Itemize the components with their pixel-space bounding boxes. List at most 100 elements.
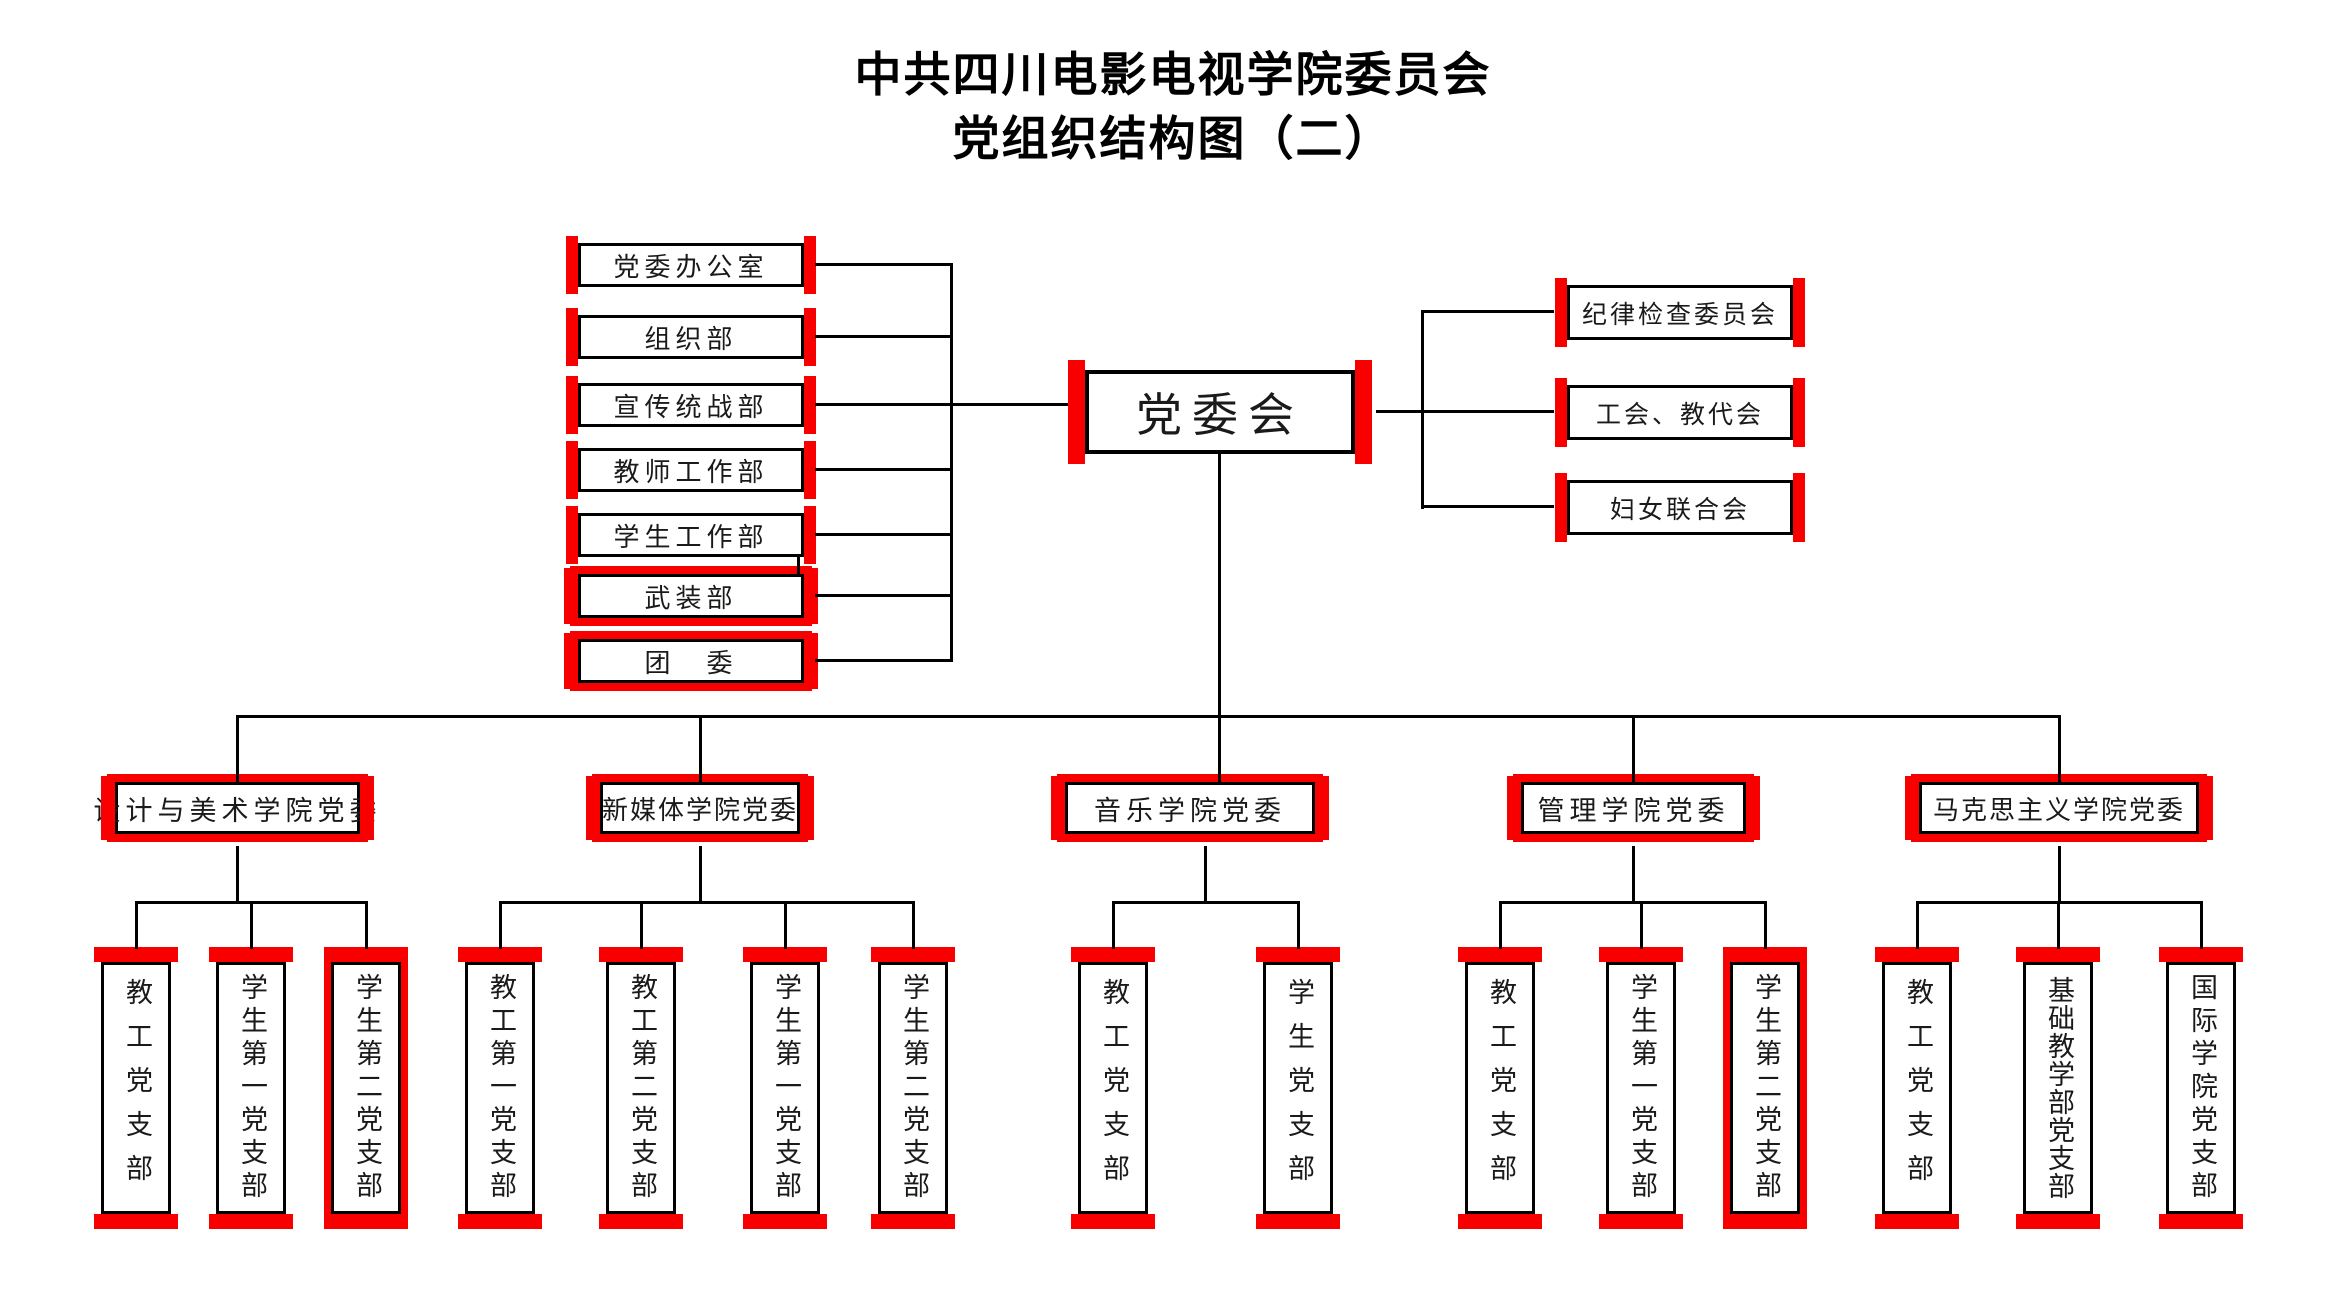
connector-line [1218,715,1221,782]
connector-line [950,263,953,662]
branch-label: 教工党支部 [1902,978,1933,1198]
branch-box: 教工第二党支部 [599,947,683,1229]
connector-line [699,715,702,782]
connector-line [815,659,953,662]
connector-line [1499,901,1502,949]
connector-line [1632,715,1635,782]
dept-box-student-work: 学生工作部 [566,506,816,564]
connector-line [815,594,953,597]
connector-line [1421,310,1554,313]
connector-line [797,557,800,574]
branch-label: 学生第二党支部 [1750,972,1781,1204]
connector-line [912,901,915,949]
connector-line [1632,846,1635,903]
branch-label: 学生第一党支部 [236,972,267,1204]
org-label: 纪律检查委员会 [1581,299,1778,329]
connector-line [250,901,253,949]
branch-label: 学生第一党支部 [1626,972,1657,1204]
connector-line [1640,901,1643,949]
connector-line [1204,846,1207,903]
org-box-discipline-inspection: 纪律检查委员会 [1555,278,1805,347]
connector-line [815,335,953,338]
dept-box-armed-forces: 武装部 [564,568,818,624]
connector-line [1218,454,1221,717]
dept-label: 学生工作部 [613,522,769,553]
committee-label: 马克思主义学院党委 [1932,795,2185,826]
connector-line [1916,901,1919,949]
dept-box-organization: 组织部 [566,308,816,366]
branch-box: 教工党支部 [1458,947,1542,1229]
root-label: 党委会 [1136,388,1304,442]
committee-box-design-art: 设计与美术学院党委 [94,776,377,840]
branch-label: 学生党支部 [1283,978,1314,1198]
org-box-womens-federation: 妇女联合会 [1555,473,1805,542]
connector-line [640,901,643,949]
branch-label: 教工党支部 [121,978,152,1198]
branch-box: 教工党支部 [1071,947,1155,1229]
branch-label: 学生第二党支部 [351,972,382,1204]
connector-line [815,403,1068,406]
dept-label: 教师工作部 [613,457,769,488]
branch-box: 学生第一党支部 [1599,947,1683,1229]
connector-line [499,901,502,949]
org-label: 工会、教代会 [1595,399,1764,429]
connector-line [2057,901,2060,949]
connector-line [1112,901,1300,904]
connector-line [2058,846,2061,903]
connector-line [1376,410,1424,413]
branch-box: 教工党支部 [1875,947,1959,1229]
dept-label: 团 委 [644,648,738,679]
dept-box-teacher-work: 教师工作部 [566,441,816,499]
connector-line [236,715,239,782]
connector-line [815,263,953,266]
connector-line [236,715,2061,718]
branch-label: 学生第二党支部 [898,972,929,1204]
dept-label: 党委办公室 [613,252,769,283]
committee-box-new-media: 新媒体学院党委 [586,776,814,840]
connector-line [135,901,138,949]
committee-label: 新媒体学院党委 [602,795,799,826]
branch-label: 基础教学部党支部 [2043,976,2074,1200]
branch-box: 学生党支部 [1256,947,1340,1229]
title-line-1: 中共四川电影电视学院委员会 [854,48,1492,103]
branch-box: 学生第一党支部 [209,947,293,1229]
connector-line [499,901,915,904]
dept-box-propaganda: 宣传统战部 [566,376,816,434]
branch-box: 学生第二党支部 [871,947,955,1229]
dept-label: 武装部 [644,583,738,614]
committee-label: 管理学院党委 [1537,795,1730,827]
branch-box: 学生第一党支部 [743,947,827,1229]
branch-label: 教工党支部 [1485,978,1516,1198]
connector-line [815,533,953,536]
branch-label: 教工第一党支部 [485,972,516,1204]
branch-box: 学生第二党支部 [324,947,408,1229]
branch-box: 教工党支部 [94,947,178,1229]
connector-line [2200,901,2203,949]
dept-box-youth-league: 团 委 [564,633,818,689]
root-box-party-committee: 党委会 [1068,360,1372,464]
committee-box-management: 管理学院党委 [1507,776,1760,840]
dept-box-party-office: 党委办公室 [566,236,816,294]
committee-box-music: 音乐学院党委 [1051,776,1329,840]
branch-box: 学生第二党支部 [1723,947,1807,1229]
connector-line [784,901,787,949]
connector-line [1112,901,1115,949]
committee-label: 设计与美术学院党委 [93,795,382,827]
title-line-2: 党组织结构图（二） [952,112,1394,167]
connector-line [699,846,702,903]
connector-line [2058,715,2061,782]
branch-label: 教工第二党支部 [626,972,657,1204]
branch-label: 教工党支部 [1098,978,1129,1198]
branch-box: 基础教学部党支部 [2016,947,2100,1229]
branch-label: 国际学院党支部 [2186,972,2217,1204]
org-box-trade-union: 工会、教代会 [1555,378,1805,447]
dept-label: 组织部 [644,324,738,355]
connector-line [1421,505,1554,508]
connector-line [236,846,239,903]
connector-line [1499,901,1767,904]
branch-label: 学生第一党支部 [770,972,801,1204]
connector-line [1297,901,1300,949]
org-label: 妇女联合会 [1609,494,1750,524]
committee-label: 音乐学院党委 [1094,795,1286,827]
